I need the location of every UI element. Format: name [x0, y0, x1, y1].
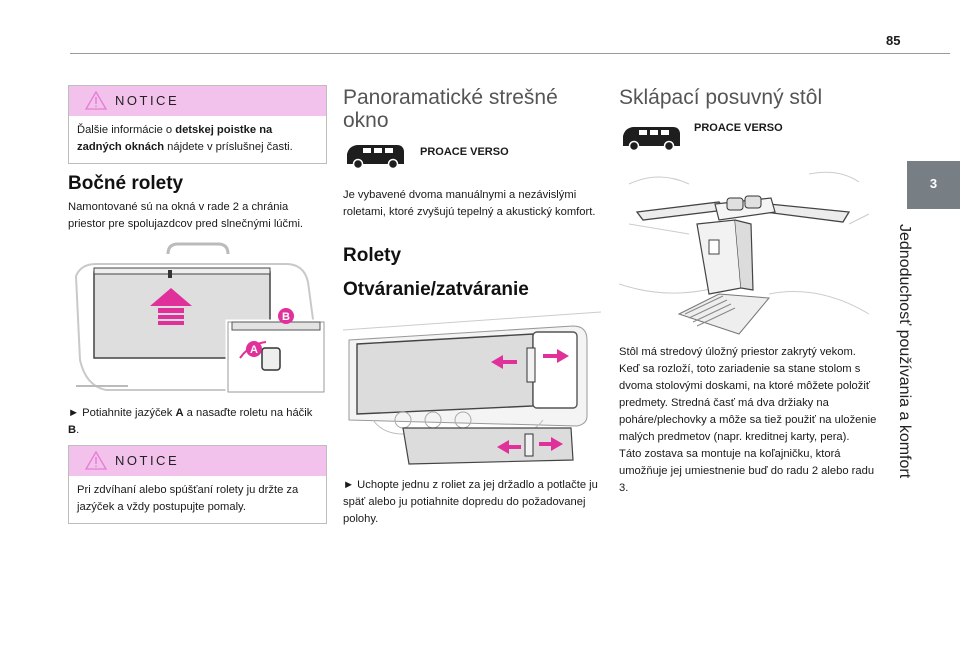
marker-b [278, 308, 294, 324]
notice-header: NOTICE [69, 446, 326, 476]
folding-table-text: Stôl má stredový úložný priestor zakrytý… [619, 346, 877, 494]
panoramic-intro: Je vybavené dvoma manuálnymi a nezávislý… [343, 189, 596, 218]
heading-open-close: Otváranie/zatváranie [343, 279, 529, 300]
chapter-number: 3 [929, 176, 938, 191]
up-arrow-icon [150, 288, 192, 325]
notice-box-child-lock: NOTICE Ďalšie informácie o detskej poist… [68, 85, 327, 164]
notice-header: NOTICE [69, 86, 326, 116]
double-arrow-icon [491, 349, 569, 369]
folding-table-illustration [619, 171, 870, 335]
heading-folding-table: Sklápací posuvný stôl [619, 86, 823, 109]
notice-label: NOTICE [115, 453, 180, 468]
warning-icon [85, 91, 107, 110]
chapter-title-text: Jednoduchosť používania a komfort [896, 224, 913, 479]
side-blind-illustration: B A [74, 242, 325, 395]
heading-blinds: Rolety [343, 245, 402, 266]
double-arrow-icon [497, 437, 563, 454]
chapter-title: Jednoduchosť používania a komfort [882, 224, 913, 484]
model-badge: PROACE VERSO [694, 122, 783, 134]
page-number: 85 [886, 33, 901, 48]
marker-b-label: B [282, 311, 290, 323]
warning-icon [85, 451, 107, 470]
van-icon [623, 127, 680, 152]
heading-side-blinds: Bočné rolety [68, 173, 184, 194]
notice-label: NOTICE [115, 93, 180, 108]
marker-a [246, 341, 262, 357]
side-blinds-intro: Namontované sú na okná v rade 2 a chráni… [68, 201, 304, 230]
side-blind-step: ► Potiahnite jazýček A a nasaďte roletu … [68, 407, 313, 436]
chapter-tab: 3 [907, 161, 960, 209]
roof-blind-illustration [343, 311, 601, 465]
model-badge: PROACE VERSO [420, 146, 509, 158]
van-icon [347, 145, 404, 170]
roof-blind-step: ► Uchopte jednu z roliet za jej držadlo … [343, 479, 598, 525]
notice-text: Ďalšie informácie o detskej poistke na z… [77, 124, 293, 153]
header-rule [70, 53, 950, 54]
marker-a-label: A [250, 344, 258, 356]
notice-box-blind-handling: NOTICE Pri zdvíhaní alebo spúšťaní rolet… [68, 445, 327, 524]
notice-text: Pri zdvíhaní alebo spúšťaní rolety ju dr… [77, 484, 299, 513]
